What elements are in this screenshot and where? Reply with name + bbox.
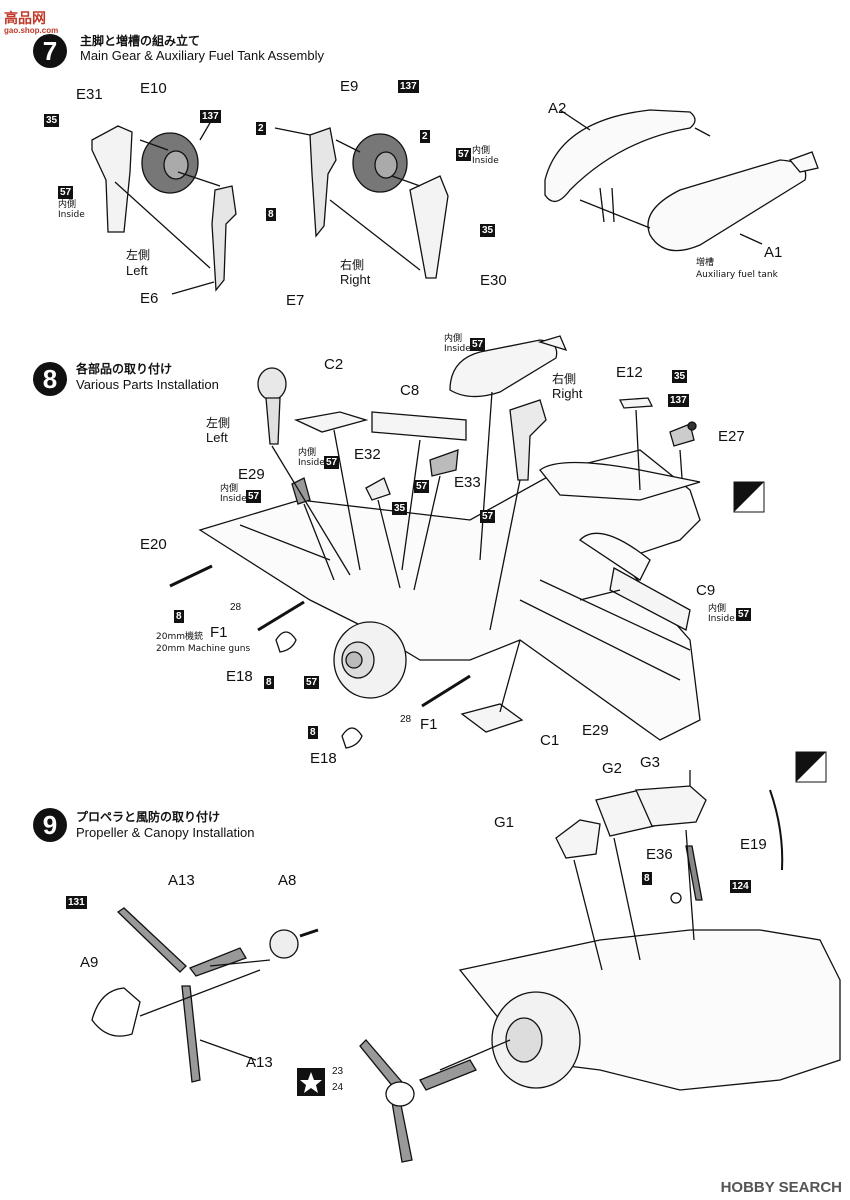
- color-28: 28: [400, 714, 412, 725]
- part-e32: E32: [354, 446, 381, 463]
- decal-23: 23: [332, 1066, 344, 1077]
- step-8-number: 8: [33, 362, 67, 396]
- inside-jp: 内側: [708, 604, 727, 614]
- tank-jp: 増槽: [696, 258, 715, 268]
- step-7-title-jp: 主脚と増槽の組み立て: [80, 34, 201, 48]
- color-137: 137: [668, 394, 689, 407]
- part-e18: E18: [226, 668, 253, 685]
- step-9-title-en: Propeller & Canopy Installation: [76, 825, 255, 840]
- watermark-footer: HOBBY SEARCH: [720, 1179, 842, 1196]
- part-e36: E36: [646, 846, 673, 863]
- inside-en: Inside: [444, 344, 471, 354]
- inside-jp: 内側: [472, 146, 491, 156]
- color-57: 57: [246, 490, 262, 503]
- color-57: 57: [414, 480, 430, 493]
- part-e9: E9: [340, 78, 359, 95]
- color-8: 8: [266, 208, 276, 221]
- part-g1: G1: [494, 814, 515, 831]
- part-e29: E29: [238, 466, 265, 483]
- decal-24: 24: [332, 1082, 344, 1093]
- color-57: 57: [456, 148, 472, 161]
- step-8-title-en: Various Parts Installation: [76, 377, 219, 392]
- color-35: 35: [480, 224, 496, 237]
- step-8-title-jp: 各部品の取り付け: [76, 362, 173, 376]
- part-f1: F1: [420, 716, 438, 733]
- color-57: 57: [58, 186, 74, 199]
- part-a1: A1: [764, 244, 783, 261]
- inside-jp: 内側: [298, 448, 317, 458]
- watermark-url: gao.shop.com: [4, 26, 59, 35]
- color-8: 8: [264, 676, 274, 689]
- color-2: 2: [420, 130, 430, 143]
- color-57: 57: [480, 510, 496, 523]
- color-35: 35: [672, 370, 688, 383]
- color-57: 57: [470, 338, 486, 351]
- right-jp: 右側: [340, 258, 365, 272]
- part-e31: E31: [76, 86, 103, 103]
- inside-jp: 内側: [444, 334, 463, 344]
- color-35: 35: [392, 502, 408, 515]
- inside-jp: 内側: [58, 200, 77, 210]
- step-7-title-en: Main Gear & Auxiliary Fuel Tank Assembly: [80, 48, 324, 63]
- left-en: Left: [206, 430, 228, 445]
- part-g2: G2: [602, 760, 623, 777]
- part-e29: E29: [582, 722, 609, 739]
- color-8: 8: [174, 610, 184, 623]
- gun-jp: 20mm機銃: [156, 632, 203, 642]
- part-e27: E27: [718, 428, 745, 445]
- part-c1: C1: [540, 732, 560, 749]
- left-jp: 左側: [206, 416, 231, 430]
- part-e19: E19: [740, 836, 767, 853]
- part-c2: C2: [324, 356, 344, 373]
- part-a9: A9: [80, 954, 99, 971]
- right-en: Right: [552, 386, 583, 401]
- part-e12: E12: [616, 364, 643, 381]
- gun-en: 20mm Machine guns: [156, 644, 251, 654]
- color-137: 137: [200, 110, 221, 123]
- part-a13: A13: [168, 872, 195, 889]
- part-e6: E6: [140, 290, 159, 307]
- part-a2: A2: [548, 100, 567, 117]
- color-131: 131: [66, 896, 87, 909]
- part-e10: E10: [140, 80, 167, 97]
- left-en: Left: [126, 263, 148, 278]
- inside-en: Inside: [58, 210, 85, 220]
- inside-jp: 内側: [220, 484, 239, 494]
- color-137: 137: [398, 80, 419, 93]
- inside-en: Inside: [298, 458, 325, 468]
- inside-en: Inside: [220, 494, 247, 504]
- part-e18: E18: [310, 750, 337, 767]
- left-jp: 左側: [126, 248, 151, 262]
- color-28: 28: [230, 602, 242, 613]
- color-124: 124: [730, 880, 751, 893]
- inside-en: Inside: [472, 156, 499, 166]
- color-57: 57: [736, 608, 752, 621]
- part-c9: C9: [696, 582, 716, 599]
- color-8: 8: [642, 872, 652, 885]
- inside-en: Inside: [708, 614, 735, 624]
- part-e33: E33: [454, 474, 481, 491]
- part-e30: E30: [480, 272, 507, 289]
- step-9-number: 9: [33, 808, 67, 842]
- part-a8: A8: [278, 872, 297, 889]
- step-7-number: 7: [33, 34, 67, 68]
- right-jp: 右側: [552, 372, 577, 386]
- part-e20: E20: [140, 536, 167, 553]
- right-en: Right: [340, 272, 371, 287]
- watermark-logo: 高品网: [4, 11, 46, 27]
- color-2: 2: [256, 122, 266, 135]
- color-57: 57: [304, 676, 320, 689]
- color-57: 57: [324, 456, 340, 469]
- color-35: 35: [44, 114, 60, 127]
- step-9-title-jp: プロペラと風防の取り付け: [76, 810, 221, 824]
- color-8: 8: [308, 726, 318, 739]
- tank-en: Auxiliary fuel tank: [696, 270, 778, 280]
- part-a13: A13: [246, 1054, 273, 1071]
- part-f1: F1: [210, 624, 228, 641]
- part-c8: C8: [400, 382, 420, 399]
- part-e7: E7: [286, 292, 305, 309]
- part-g3: G3: [640, 754, 661, 771]
